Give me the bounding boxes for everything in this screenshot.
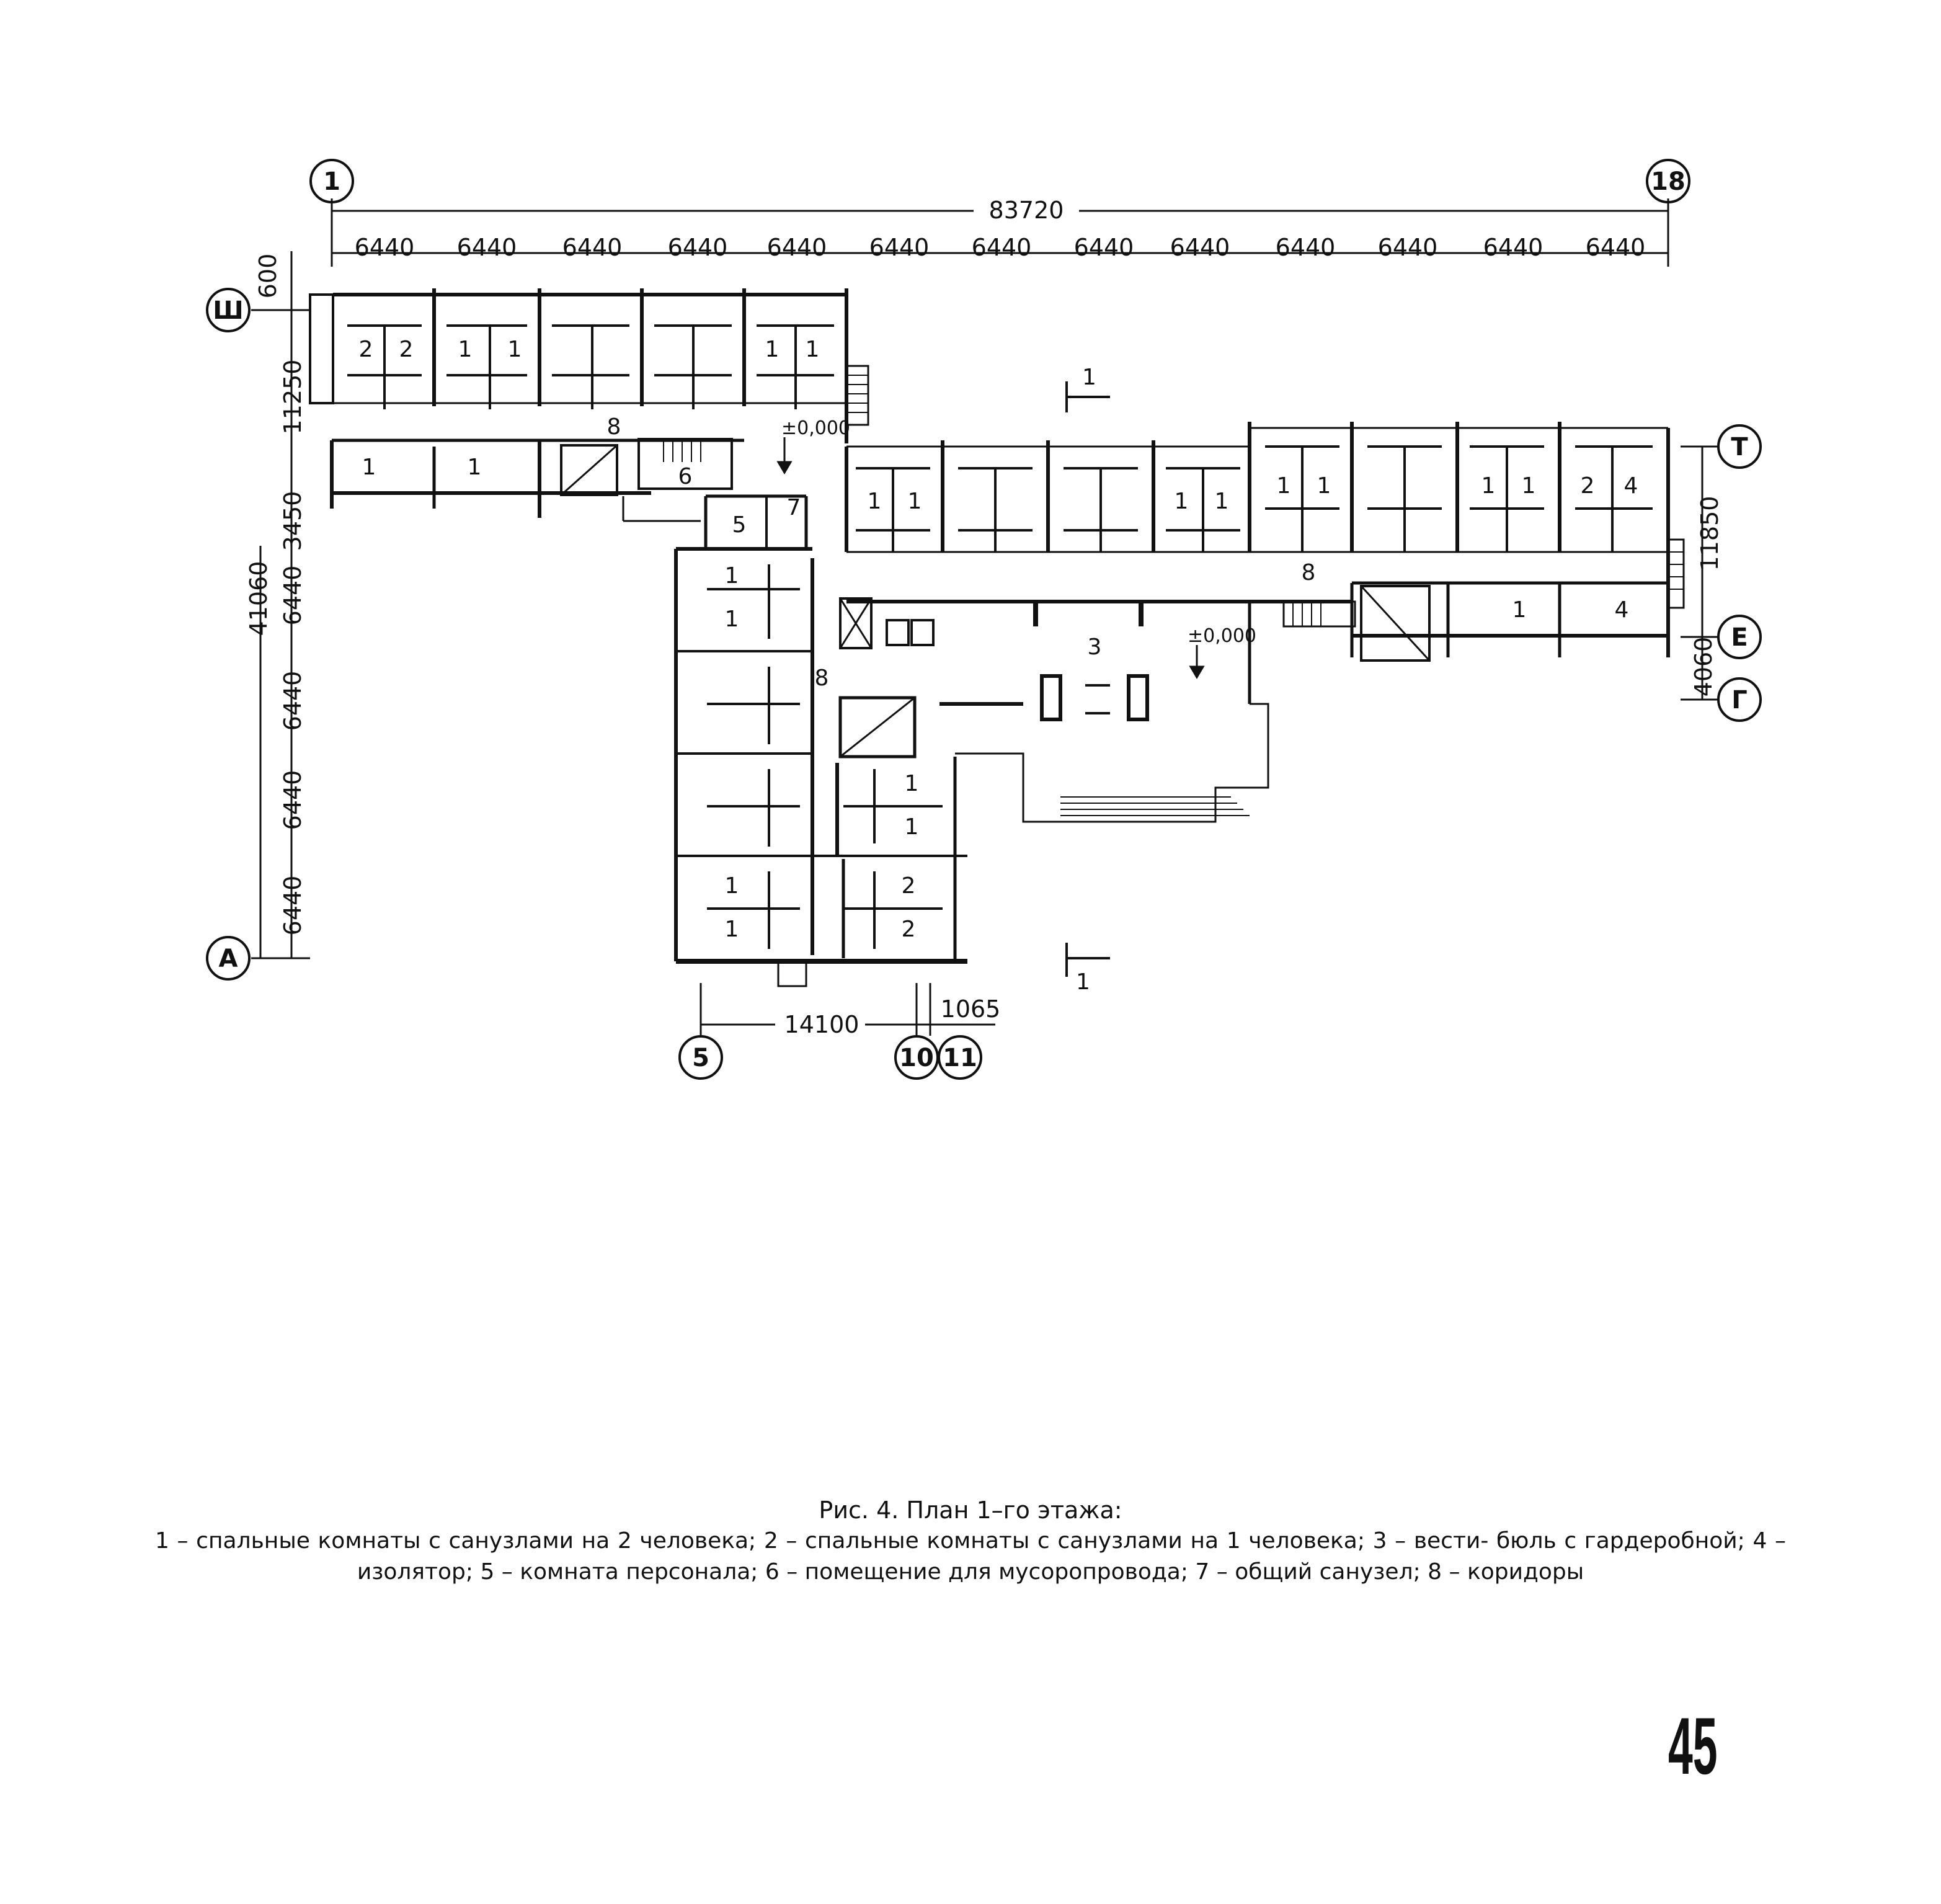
module-dim-9: 6440	[1170, 234, 1230, 261]
axis-label-g: Г	[1731, 686, 1748, 714]
section-label-top: 1	[1082, 365, 1096, 390]
bottom-dimension-lines	[700, 983, 995, 1036]
room-label: 8	[815, 665, 829, 691]
room-label: 2	[902, 917, 916, 942]
module-dim-3: 6440	[562, 234, 623, 261]
right-dimension-labels: 11850 4060	[1690, 496, 1723, 697]
room-label: 2	[902, 873, 916, 899]
module-dim-12: 6440	[1483, 234, 1543, 261]
overall-dimension: 83720	[989, 197, 1064, 224]
room-label: 1	[1215, 489, 1229, 514]
room-label: 4	[1615, 597, 1629, 623]
east-wing-rooms	[845, 422, 1685, 662]
module-dim-4: 6440	[668, 234, 728, 261]
left-dim-11250: 11250	[279, 360, 306, 435]
room-label: 1	[1175, 489, 1189, 514]
section-marks	[1065, 381, 1110, 977]
module-dim-7: 6440	[972, 234, 1032, 261]
figure-caption: Рис. 4. План 1–го этажа: 1 – спальные ко…	[155, 1495, 1786, 1588]
left-dim-600: 600	[254, 254, 282, 299]
room-label: 5	[732, 512, 747, 538]
room-label: 1	[725, 917, 739, 942]
room-label: 1	[908, 489, 922, 514]
axis-label-t: Т	[1731, 433, 1748, 461]
section-labels: 1 1	[1076, 365, 1096, 995]
section-label-bottom: 1	[1076, 969, 1090, 995]
module-dimension-labels: 6440 6440 6440 6440 6440 6440 6440 6440 …	[355, 234, 1646, 261]
axis-label-5: 5	[692, 1044, 709, 1072]
module-dim-6: 6440	[869, 234, 930, 261]
caption-title: Рис. 4. План 1–го этажа:	[819, 1497, 1122, 1524]
room-label: 4	[1624, 473, 1638, 499]
room-label: 2	[1581, 473, 1595, 499]
room-label: 8	[607, 414, 621, 440]
caption-legend: 1 – спальные комнаты с санузлами на 2 че…	[155, 1528, 1786, 1585]
right-dimension-lines	[1681, 445, 1718, 701]
left-dim-3450: 3450	[279, 491, 306, 551]
level-markers	[776, 437, 1205, 679]
bottom-dim-1065: 1065	[941, 995, 1001, 1023]
axis-labels: 1 18 Ш А Т Е Г 5 10 11	[213, 167, 1748, 1072]
module-dim-2: 6440	[457, 234, 517, 261]
right-dim-4060: 4060	[1690, 637, 1717, 697]
floor-plan-drawing: 83720 6440 6440 6440 6440 6440 6440 6440…	[206, 159, 1762, 1080]
module-dim-10: 6440	[1276, 234, 1336, 261]
room-label: 1	[468, 455, 482, 480]
room-label: 1	[1277, 473, 1291, 499]
top-dimension-lines	[331, 198, 1669, 267]
left-dim-6440-2: 6440	[279, 671, 306, 731]
axis-bubbles	[206, 159, 1762, 1080]
left-dimension-lines	[251, 251, 310, 959]
room-label: 2	[359, 337, 373, 362]
room-label: 3	[1088, 634, 1102, 660]
room-label: 1	[508, 337, 522, 362]
room-label: 6	[678, 464, 693, 489]
page-number: 45	[1668, 1701, 1718, 1791]
room-label: 1	[1522, 473, 1536, 499]
room-label: 1	[806, 337, 820, 362]
room-label: 1	[725, 563, 739, 589]
room-label: 1	[725, 607, 739, 632]
level-label-east: ±0,000	[1188, 625, 1256, 647]
module-dim-13: 6440	[1586, 234, 1646, 261]
room-label: 1	[868, 489, 882, 514]
module-dim-5: 6440	[767, 234, 827, 261]
vestibule	[939, 602, 1269, 823]
room-label: 1	[725, 873, 739, 899]
room-label: 1	[458, 337, 473, 362]
axis-label-10: 10	[899, 1044, 934, 1072]
axis-label-1: 1	[323, 167, 340, 196]
room-label: 1	[1481, 473, 1496, 499]
bottom-dimension-labels: 14100 1065	[784, 995, 1001, 1038]
bottom-dim-14100: 14100	[784, 1011, 859, 1038]
room-label: 1	[1512, 597, 1527, 623]
room-label: 1	[905, 814, 919, 840]
central-core	[674, 494, 967, 987]
axis-label-e: Е	[1731, 623, 1748, 652]
right-dim-11850: 11850	[1696, 496, 1723, 571]
module-dim-1: 6440	[355, 234, 415, 261]
left-dim-6440-4: 6440	[279, 876, 306, 936]
north-wing-rooms	[309, 288, 869, 522]
level-labels: ±0,000 ±0,000	[781, 417, 1256, 647]
left-dim-41060: 41060	[245, 561, 272, 636]
axis-label-sh: Ш	[213, 296, 243, 325]
room-label: 8	[1302, 560, 1316, 585]
room-label: 7	[787, 495, 801, 520]
room-label: 1	[765, 337, 780, 362]
left-dim-6440-3: 6440	[279, 770, 306, 830]
module-dim-8: 6440	[1074, 234, 1134, 261]
left-dimension-labels: 600 11250 3450 6440 6440 6440 6440 41060	[245, 254, 306, 936]
room-label: 1	[1317, 473, 1331, 499]
room-label: 1	[905, 771, 919, 796]
left-dim-6440-1: 6440	[279, 566, 306, 626]
room-label: 2	[399, 337, 414, 362]
axis-label-a: А	[219, 945, 238, 973]
axis-label-11: 11	[943, 1044, 977, 1072]
module-dim-11: 6440	[1378, 234, 1438, 261]
axis-label-18: 18	[1651, 167, 1686, 196]
level-label-west: ±0,000	[781, 417, 850, 439]
room-label: 1	[362, 455, 376, 480]
room-labels: 2 2 1 1 1 1 1 1 8 6 5 7 1 1 8 1 1 1 1 2 …	[359, 337, 1638, 942]
